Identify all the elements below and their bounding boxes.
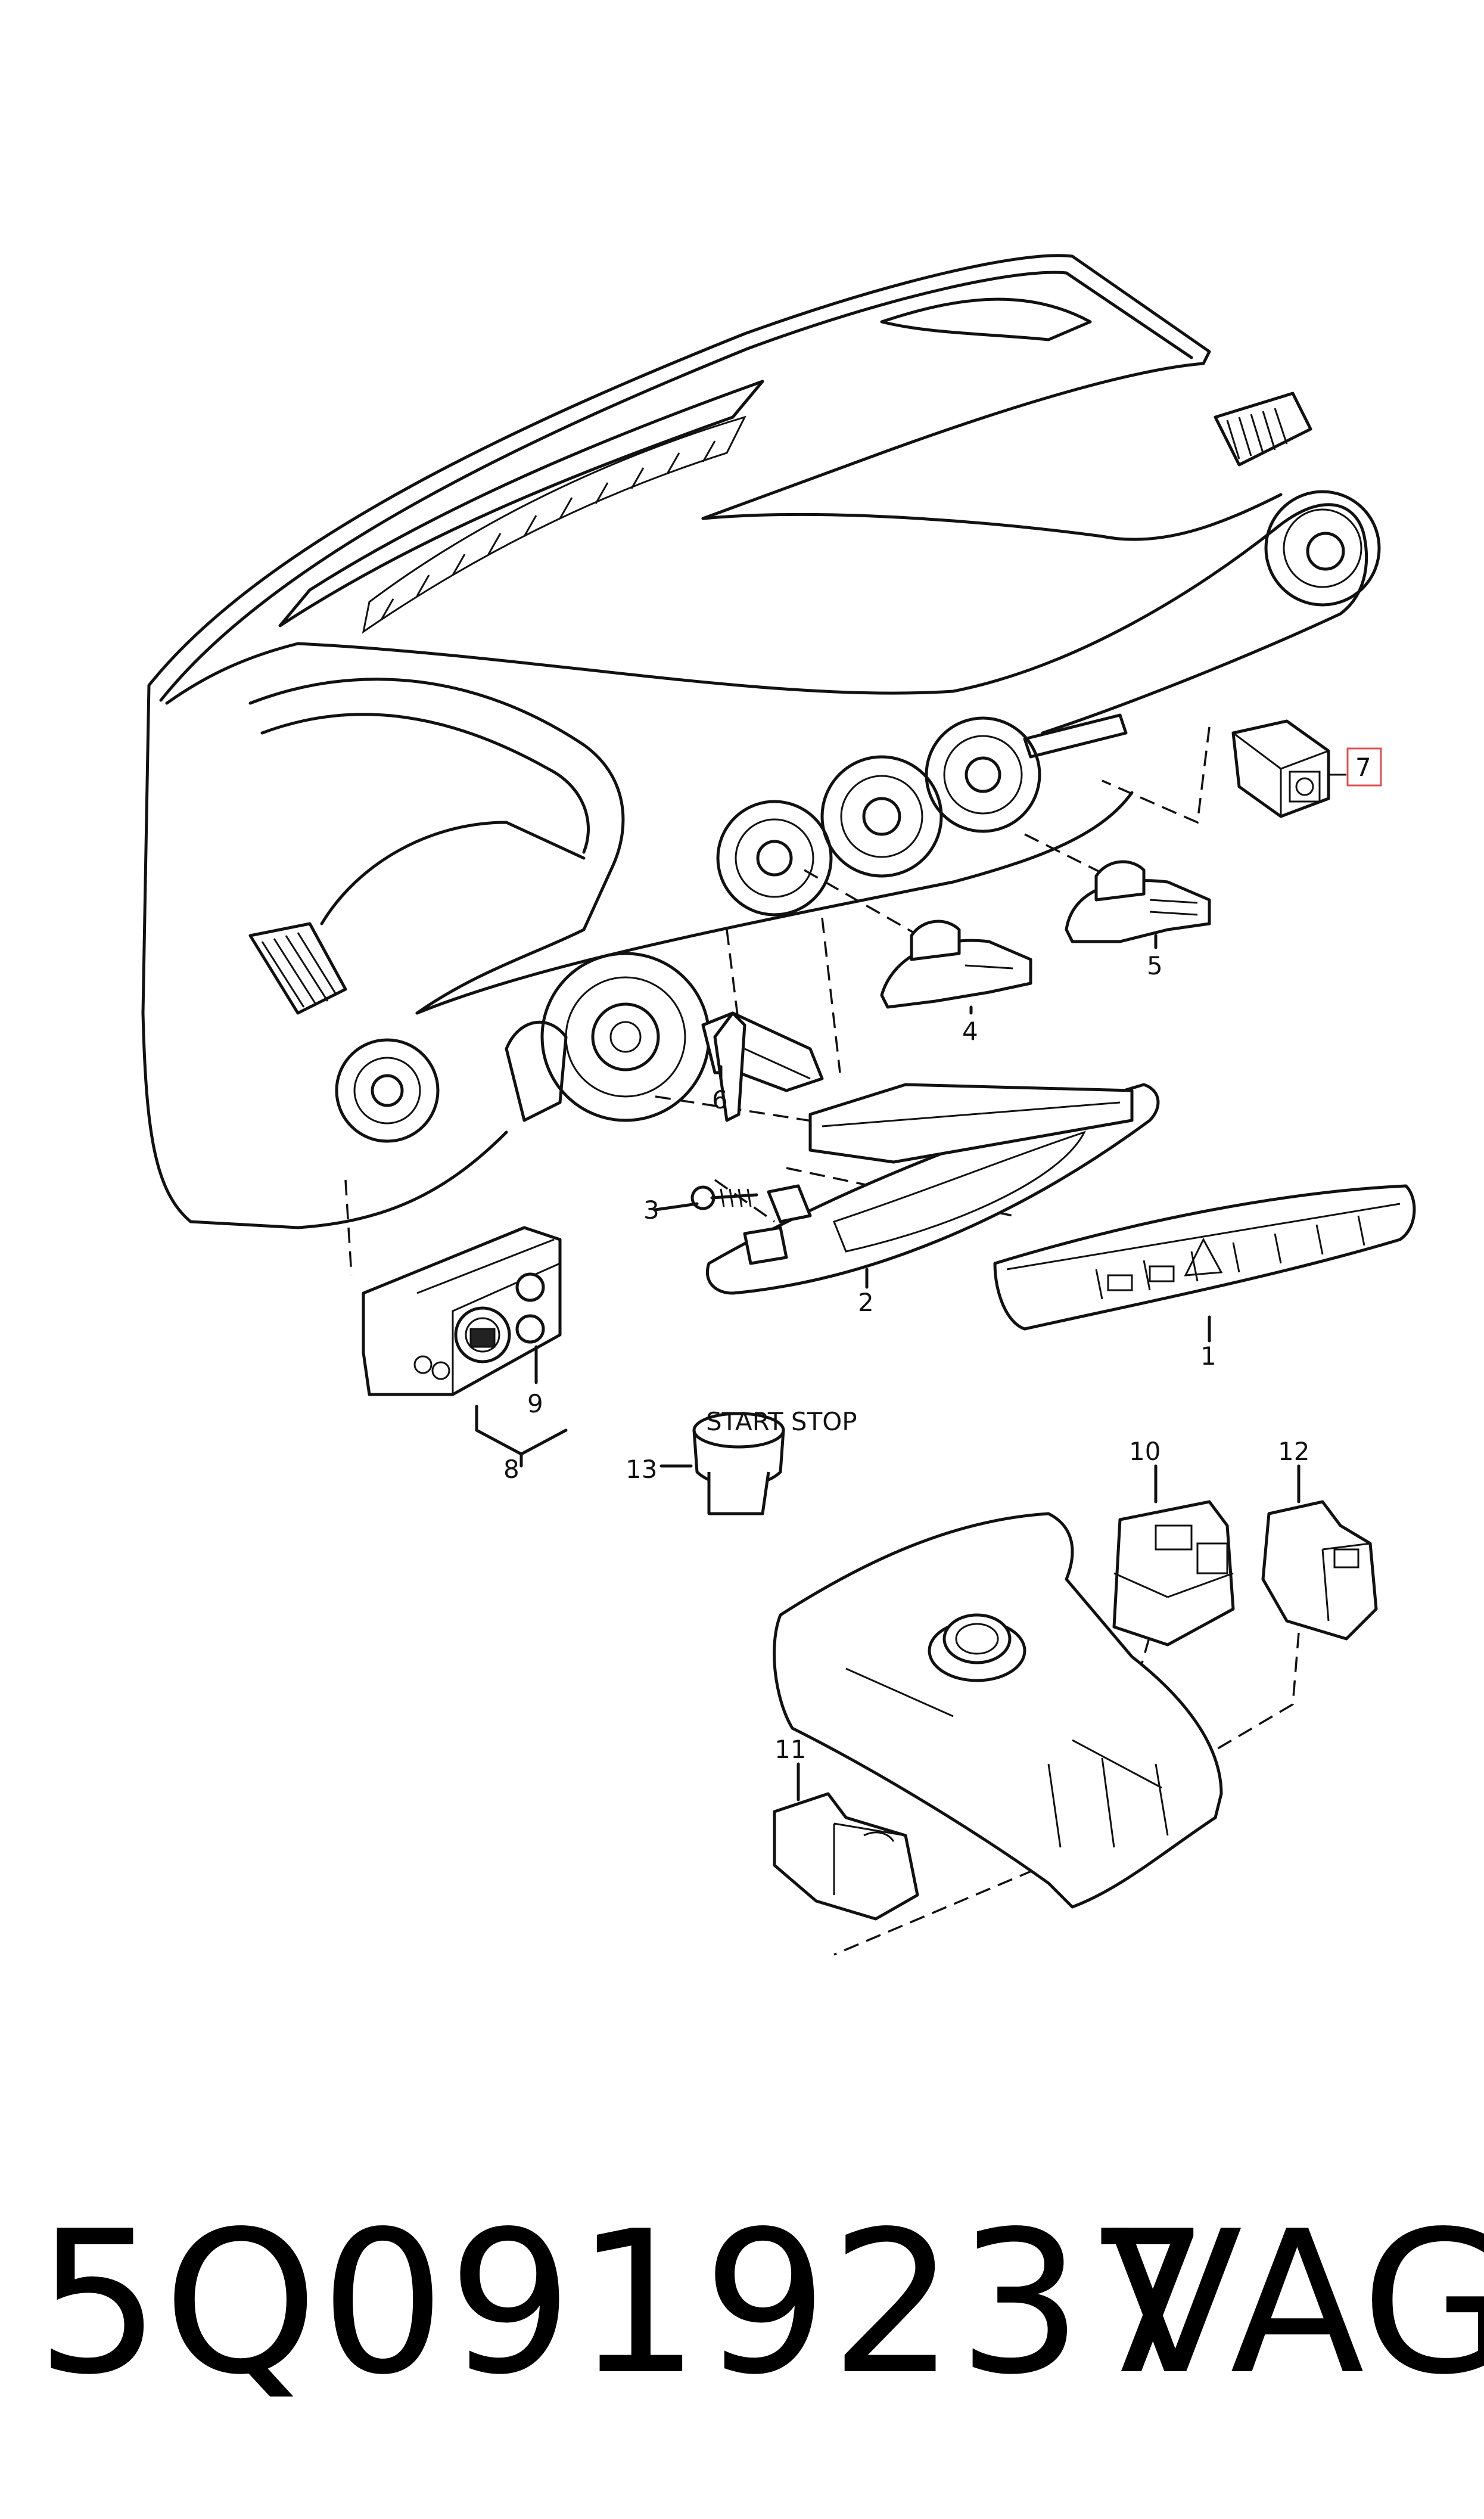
center-console	[773, 1512, 1223, 1909]
highlight-box-7	[1346, 747, 1382, 787]
callout-12: 12	[1278, 1437, 1309, 1466]
callout-9: 9	[527, 1389, 543, 1418]
part-3-screw	[690, 1185, 758, 1210]
part-6-switch	[701, 1011, 824, 1122]
callout-2: 2	[858, 1288, 874, 1317]
part-12-switch	[1261, 1464, 1378, 1641]
top-vent-grille	[380, 440, 716, 620]
callout-8: 8	[503, 1455, 519, 1484]
part-number: 5Q0919237	[36, 2189, 1213, 2418]
part-13-start-stop-button: START STOP	[659, 1407, 857, 1515]
brand-label: VAG	[1108, 2189, 1484, 2418]
callout-7: 7	[1355, 753, 1371, 782]
part-1-switch-panel	[993, 1184, 1416, 1331]
part-10-switch	[1112, 1464, 1235, 1647]
callout-11: 11	[774, 1735, 806, 1764]
exploded-parts-diagram: START STOP	[141, 254, 1416, 1956]
part-8-light-switch	[362, 1226, 568, 1468]
callout-leaders	[654, 934, 1211, 1343]
callout-1: 1	[1200, 1341, 1217, 1371]
part-11-switch	[773, 1762, 919, 1921]
start-stop-label: START STOP	[706, 1407, 857, 1436]
callout-4: 4	[962, 1017, 978, 1046]
callout-5: 5	[1147, 951, 1163, 980]
dashboard-assembly	[141, 254, 1381, 1229]
callout-13: 13	[626, 1455, 657, 1484]
callout-numbers: 1 2 3 4 5 6 7 8 9 10 11 12 13	[503, 753, 1371, 1764]
part-4-switch-module	[880, 920, 1032, 1009]
part-5-switch-module	[1065, 860, 1211, 943]
callout-10: 10	[1129, 1437, 1161, 1466]
part-7-switch	[1231, 719, 1346, 818]
part-2-trim-panel	[705, 1083, 1160, 1295]
callout-3: 3	[643, 1195, 659, 1225]
callout-6: 6	[712, 1085, 728, 1114]
